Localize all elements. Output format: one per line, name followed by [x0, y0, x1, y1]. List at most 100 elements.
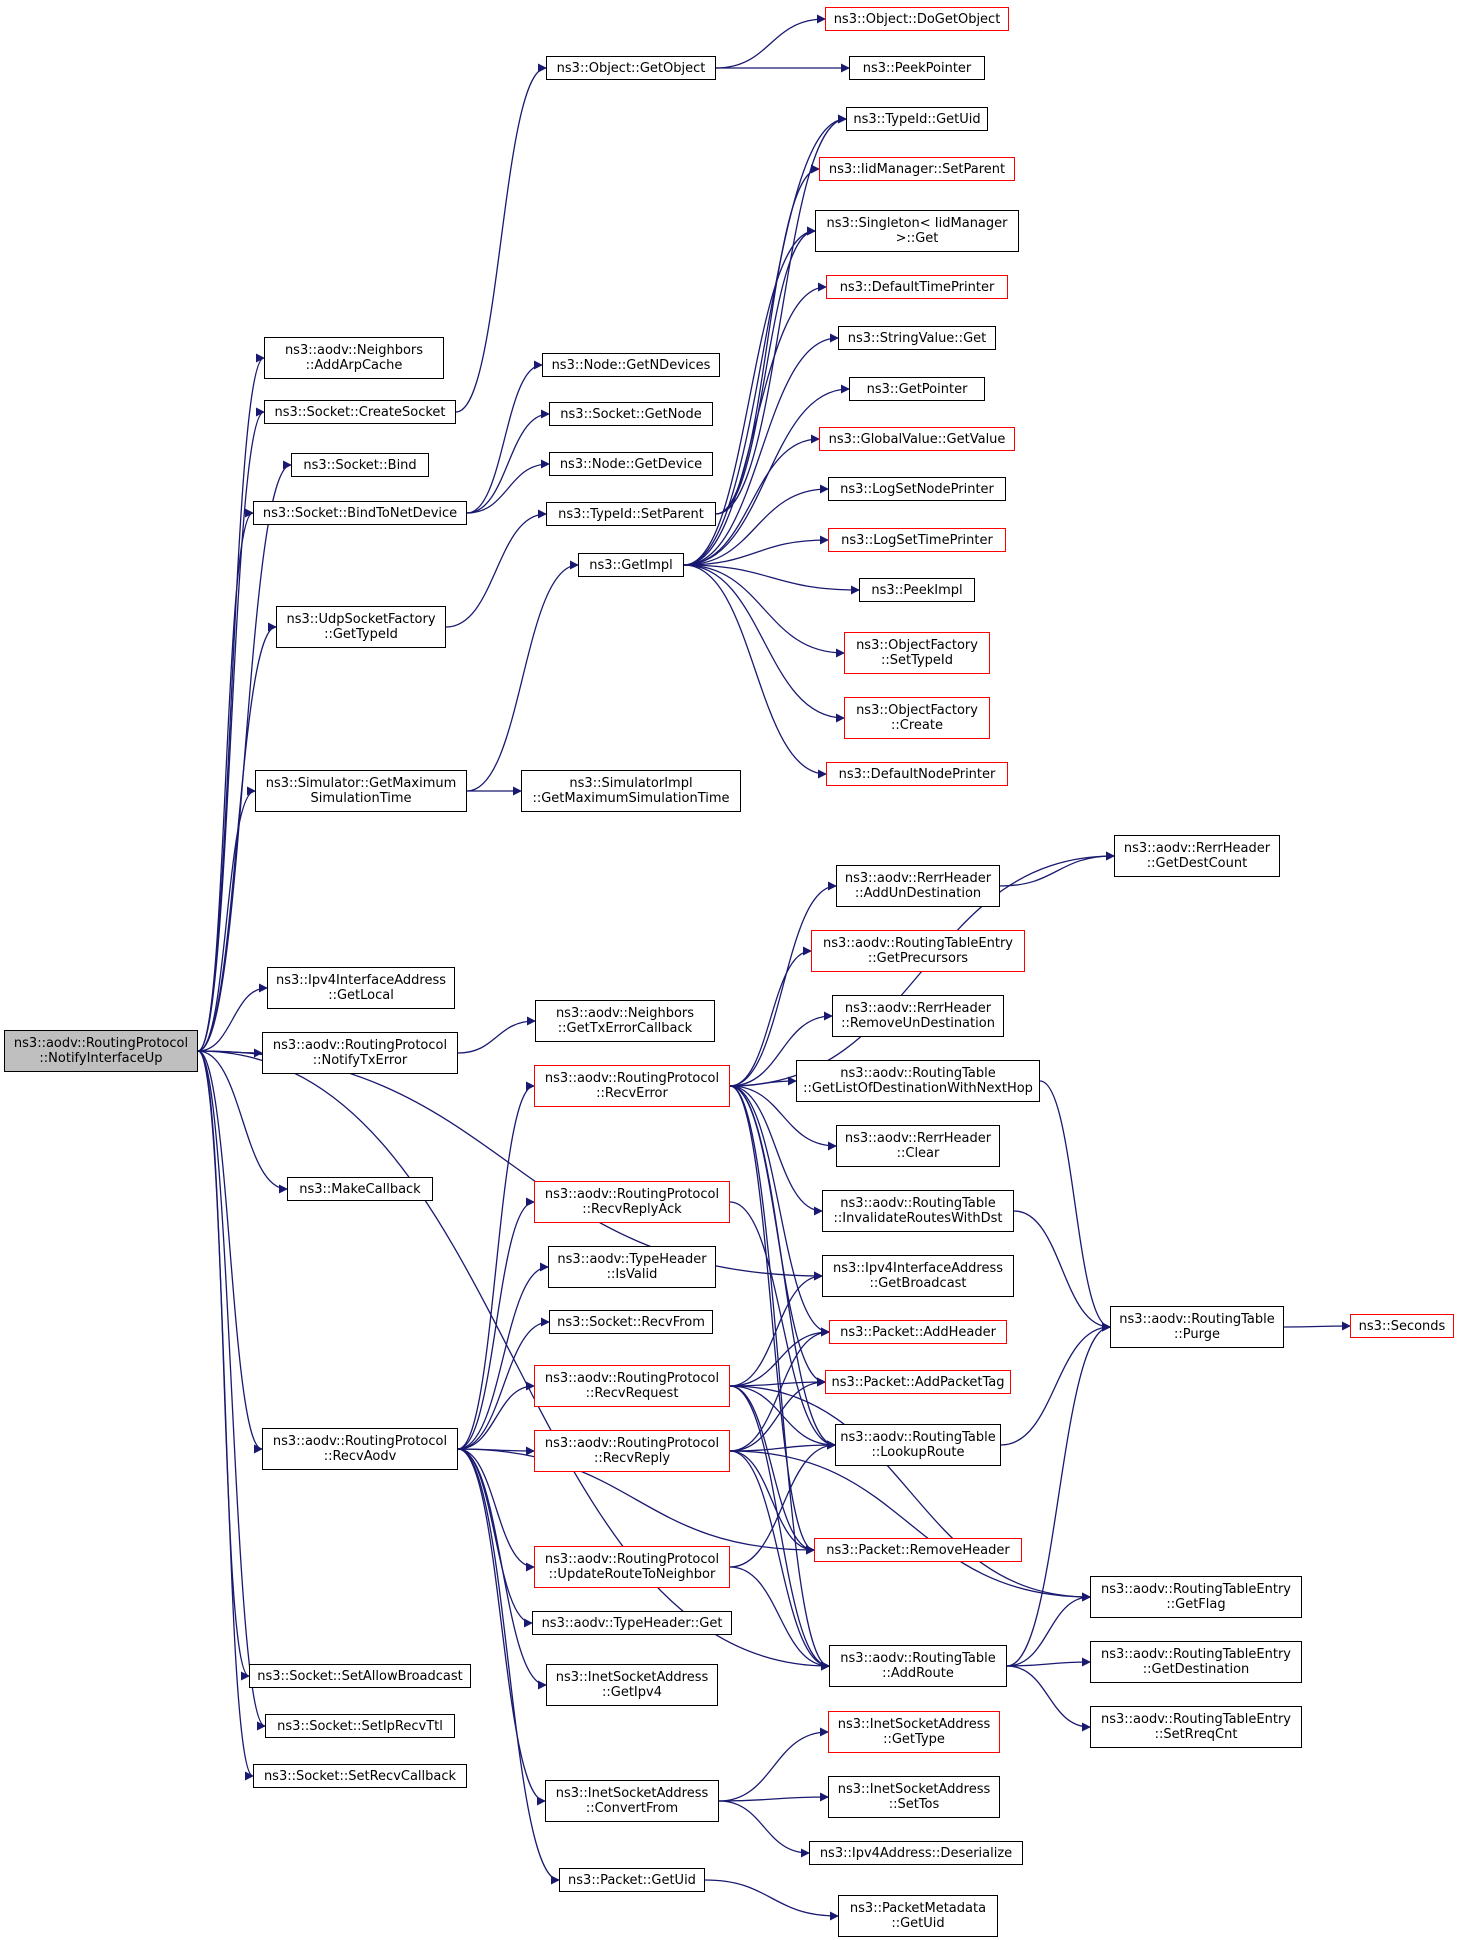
- node-udpsocketfactory[interactable]: ns3::UdpSocketFactory::GetTypeId: [276, 606, 446, 648]
- node-setrecvcallback[interactable]: ns3::Socket::SetRecvCallback: [253, 1764, 467, 1788]
- node-neighborsgettxerrcb[interactable]: ns3::aodv::Neighbors::GetTxErrorCallback: [535, 1000, 715, 1042]
- node-typeheaderget[interactable]: ns3::aodv::TypeHeader::Get: [532, 1611, 732, 1635]
- node-label-line: ::RecvReplyAck: [582, 1202, 682, 1217]
- node-peekimpl[interactable]: ns3::PeekImpl: [859, 578, 975, 602]
- node-packetremoveheader[interactable]: ns3::Packet::RemoveHeader: [814, 1538, 1022, 1562]
- edge-objgetobject-to-dogetobject: [715, 14, 826, 69]
- edge-recvaodv-to-recvrequest: [457, 1381, 535, 1450]
- edge-getimpl-to-defaulttimeprinter: [683, 282, 827, 566]
- node-label-line: ::GetLocal: [328, 988, 394, 1003]
- node-objfactsettypeid[interactable]: ns3::ObjectFactory::SetTypeId: [844, 632, 990, 674]
- node-label-line: ns3::aodv::RerrHeader: [844, 1001, 992, 1016]
- node-socketrecvfrom[interactable]: ns3::Socket::RecvFrom: [549, 1310, 713, 1334]
- node-logsettimeprinter[interactable]: ns3::LogSetTimePrinter: [828, 528, 1006, 552]
- edge-udpsocketfactory-to-typeidsetparent: [445, 509, 547, 628]
- node-logsetnodeprinter[interactable]: ns3::LogSetNodePrinter: [828, 477, 1006, 501]
- node-label-line: ns3::IidManager::SetParent: [828, 161, 1006, 177]
- node-rtgetlistofdest[interactable]: ns3::aodv::RoutingTable::GetListOfDestin…: [796, 1060, 1040, 1102]
- node-label-line: ns3::ObjectFactory: [856, 703, 978, 718]
- node-defaulttimeprinter[interactable]: ns3::DefaultTimePrinter: [826, 275, 1008, 299]
- node-getlocal[interactable]: ns3::Ipv4InterfaceAddress::GetLocal: [267, 967, 455, 1009]
- node-rerrclear[interactable]: ns3::aodv::RerrHeader::Clear: [836, 1125, 1000, 1167]
- node-label-line: ns3::Packet::GetUid: [568, 1872, 696, 1888]
- node-rerraddundest[interactable]: ns3::aodv::RerrHeader::AddUnDestination: [836, 865, 1000, 907]
- node-recvrequest[interactable]: ns3::aodv::RoutingProtocol::RecvRequest: [534, 1365, 730, 1407]
- node-seconds[interactable]: ns3::Seconds: [1350, 1314, 1454, 1338]
- node-makecallback[interactable]: ns3::MakeCallback: [287, 1177, 433, 1201]
- node-rtpurge[interactable]: ns3::aodv::RoutingTable::Purge: [1110, 1306, 1284, 1348]
- node-rerrremoveundest[interactable]: ns3::aodv::RerrHeader::RemoveUnDestinati…: [832, 995, 1004, 1037]
- node-setiprecvttl[interactable]: ns3::Socket::SetIpRecvTtl: [265, 1714, 455, 1738]
- node-typeidsetparent[interactable]: ns3::TypeId::SetParent: [546, 502, 716, 526]
- edge-updateroutetoneighbor-to-rtlookuproute: [729, 1440, 836, 1568]
- edge-recverror-to-rerrremoveundest: [729, 1011, 833, 1087]
- node-typeidgetuid[interactable]: ns3::TypeId::GetUid: [846, 107, 988, 131]
- node-nodegetdevice[interactable]: ns3::Node::GetDevice: [549, 452, 713, 476]
- edge-recvreply-to-rtaddroute: [729, 1450, 830, 1671]
- node-bindtonetdevice[interactable]: ns3::Socket::BindToNetDevice: [253, 501, 467, 525]
- node-singletonget[interactable]: ns3::Singleton< IidManager>::Get: [815, 210, 1019, 252]
- node-typeheaderisvalid[interactable]: ns3::aodv::TypeHeader::IsValid: [548, 1246, 716, 1288]
- node-updateroutetoneighbor[interactable]: ns3::aodv::RoutingProtocol::UpdateRouteT…: [534, 1546, 730, 1588]
- node-rtegetflag[interactable]: ns3::aodv::RoutingTableEntry::GetFlag: [1090, 1576, 1302, 1618]
- node-label-line: ns3::aodv::TypeHeader::Get: [541, 1615, 723, 1631]
- node-label-line: ns3::TypeId::GetUid: [853, 111, 981, 127]
- node-packetaddheader[interactable]: ns3::Packet::AddHeader: [829, 1320, 1007, 1344]
- node-objfactcreate[interactable]: ns3::ObjectFactory::Create: [844, 697, 990, 739]
- node-label-line: ::IsValid: [606, 1267, 658, 1282]
- node-ipv4ifgetbroadcast[interactable]: ns3::Ipv4InterfaceAddress::GetBroadcast: [822, 1255, 1014, 1297]
- node-getpointer[interactable]: ns3::GetPointer: [849, 377, 985, 401]
- node-inetconvertfrom[interactable]: ns3::InetSocketAddress::ConvertFrom: [545, 1780, 719, 1822]
- node-stringvalueget[interactable]: ns3::StringValue::Get: [838, 326, 996, 350]
- edge-getimpl-to-singletonget: [683, 226, 816, 566]
- node-getimpl[interactable]: ns3::GetImpl: [578, 553, 684, 577]
- node-label-line: ns3::Socket::CreateSocket: [274, 404, 446, 420]
- node-notifytxerror[interactable]: ns3::aodv::RoutingProtocol::NotifyTxErro…: [262, 1032, 458, 1074]
- node-packetgetuid[interactable]: ns3::Packet::GetUid: [559, 1868, 705, 1892]
- node-nodegetndevices[interactable]: ns3::Node::GetNDevices: [542, 353, 720, 377]
- node-defaultnodeprinter[interactable]: ns3::DefaultNodePrinter: [826, 762, 1008, 786]
- node-addarpcache[interactable]: ns3::aodv::Neighbors::AddArpCache: [264, 337, 444, 379]
- node-ipv4deserialize[interactable]: ns3::Ipv4Address::Deserialize: [809, 1841, 1023, 1865]
- node-recvreplyack[interactable]: ns3::aodv::RoutingProtocol::RecvReplyAck: [534, 1181, 730, 1223]
- node-inetgettype[interactable]: ns3::InetSocketAddress::GetType: [828, 1711, 1000, 1753]
- edge-getimpl-to-globalvaluegetvalue: [683, 434, 820, 566]
- node-label-line: ns3::aodv::RoutingProtocol: [544, 1187, 720, 1202]
- node-label-line: ns3::aodv::RoutingTableEntry: [822, 936, 1013, 951]
- node-label-line: ns3::Object::GetObject: [556, 60, 706, 76]
- node-rtinvalidateroutes[interactable]: ns3::aodv::RoutingTable::InvalidateRoute…: [822, 1190, 1014, 1232]
- node-rtegetdestination[interactable]: ns3::aodv::RoutingTableEntry::GetDestina…: [1090, 1641, 1302, 1683]
- node-createsocket[interactable]: ns3::Socket::CreateSocket: [264, 400, 456, 424]
- node-inetgetipv4[interactable]: ns3::InetSocketAddress::GetIpv4: [546, 1664, 718, 1706]
- node-rtaddroute[interactable]: ns3::aodv::RoutingTable::AddRoute: [829, 1645, 1007, 1687]
- node-inetsettos[interactable]: ns3::InetSocketAddress::SetTos: [828, 1776, 1000, 1818]
- node-rtesetrreqcnt[interactable]: ns3::aodv::RoutingTableEntry::SetRreqCnt: [1090, 1706, 1302, 1748]
- node-iidsetparent[interactable]: ns3::IidManager::SetParent: [819, 157, 1015, 181]
- node-peekpointer[interactable]: ns3::PeekPointer: [849, 56, 985, 80]
- node-dogetobject[interactable]: ns3::Object::DoGetObject: [825, 7, 1009, 31]
- node-recvreply[interactable]: ns3::aodv::RoutingProtocol::RecvReply: [534, 1430, 730, 1472]
- edge-recvreply-to-packetaddheader: [729, 1327, 830, 1452]
- edge-root-to-simgetmax: [197, 786, 256, 1052]
- node-socketgetnode[interactable]: ns3::Socket::GetNode: [549, 402, 713, 426]
- node-globalvaluegetvalue[interactable]: ns3::GlobalValue::GetValue: [819, 427, 1015, 451]
- node-label-line: ns3::InetSocketAddress: [555, 1670, 709, 1685]
- node-recvaodv[interactable]: ns3::aodv::RoutingProtocol::RecvAodv: [262, 1428, 458, 1470]
- node-bind[interactable]: ns3::Socket::Bind: [291, 453, 429, 477]
- node-label-line: ns3::InetSocketAddress: [837, 1717, 991, 1732]
- node-simimplgetmax[interactable]: ns3::SimulatorImpl::GetMaximumSimulation…: [521, 770, 741, 812]
- node-label-line: ns3::aodv::RoutingProtocol: [13, 1036, 189, 1051]
- node-label-line: ns3::Socket::GetNode: [560, 406, 702, 422]
- node-packetaddpackettag[interactable]: ns3::Packet::AddPacketTag: [825, 1370, 1011, 1394]
- node-recverror[interactable]: ns3::aodv::RoutingProtocol::RecvError: [534, 1065, 730, 1107]
- node-rtegetprecursors[interactable]: ns3::aodv::RoutingTableEntry::GetPrecurs…: [811, 930, 1025, 972]
- node-packetmetagetuid[interactable]: ns3::PacketMetadata::GetUid: [838, 1895, 998, 1937]
- node-setallowbroadcast[interactable]: ns3::Socket::SetAllowBroadcast: [249, 1664, 471, 1688]
- node-rtlookuproute[interactable]: ns3::aodv::RoutingTable::LookupRoute: [835, 1424, 1001, 1466]
- node-objgetobject[interactable]: ns3::Object::GetObject: [546, 56, 716, 80]
- node-label-line: ns3::MakeCallback: [299, 1181, 421, 1197]
- node-rerrgetdestcount[interactable]: ns3::aodv::RerrHeader::GetDestCount: [1114, 835, 1280, 877]
- node-label-line: ns3::Packet::AddHeader: [840, 1324, 996, 1340]
- node-label-line: ns3::StringValue::Get: [847, 330, 987, 346]
